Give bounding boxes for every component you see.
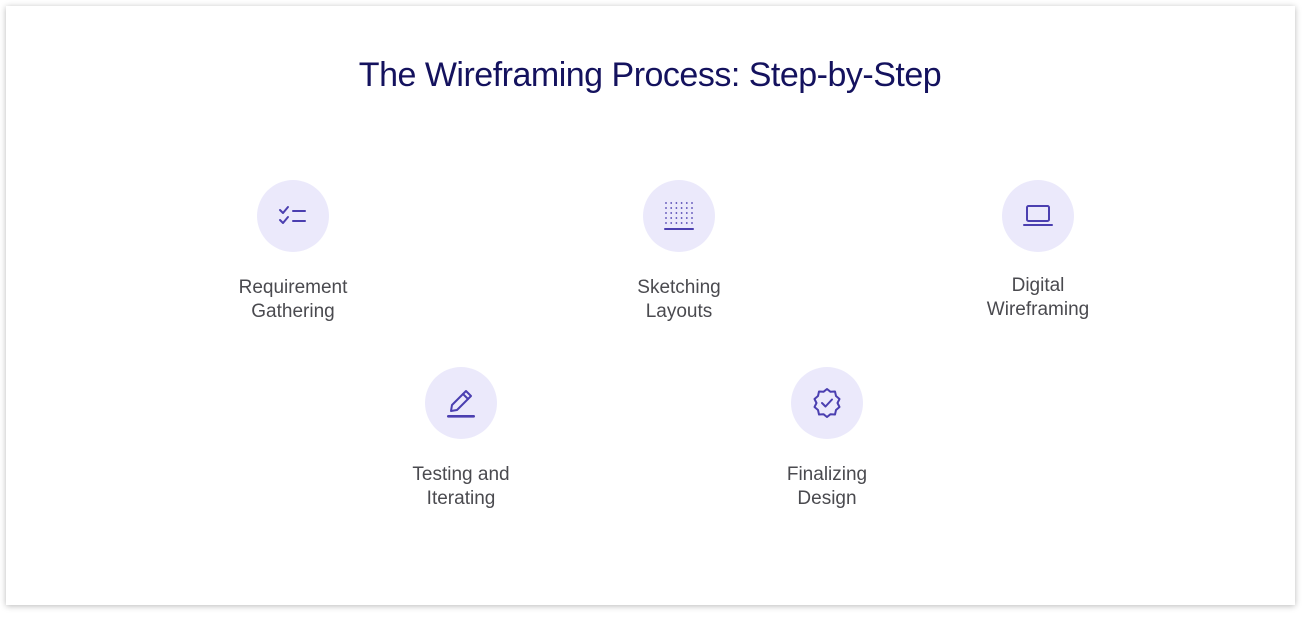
diagram-title: The Wireframing Process: Step-by-Step — [358, 56, 942, 94]
laptop-icon — [1023, 205, 1053, 226]
step-icon-circle — [791, 367, 863, 439]
step-label: Digital Wireframing — [938, 274, 1138, 322]
dot-grid-icon — [664, 202, 694, 230]
step-label: Requirement Gathering — [193, 276, 393, 324]
step-label-line: Finalizing — [786, 464, 868, 485]
step-label-line: Gathering — [251, 301, 335, 322]
step-icon-circle — [257, 180, 329, 252]
step-icon-circle — [643, 180, 715, 252]
step-icon-circle — [425, 367, 497, 439]
diagram-card — [6, 6, 1295, 605]
badge-check-icon — [813, 388, 841, 418]
step-icon-circle — [1002, 180, 1074, 252]
step-digital-wireframing: Digital Wireframing — [938, 180, 1138, 322]
step-requirement-gathering: Requirement Gathering — [193, 180, 393, 324]
step-label: Finalizing Design — [727, 463, 927, 511]
step-label: Sketching Layouts — [579, 276, 779, 324]
step-label-line: Digital — [1011, 275, 1065, 296]
pencil-icon — [447, 390, 475, 418]
step-label-line: Iterating — [426, 488, 496, 509]
step-label-line: Wireframing — [986, 299, 1090, 320]
step-finalizing-design: Finalizing Design — [727, 367, 927, 511]
step-label-line: Testing and — [412, 464, 510, 485]
step-testing-and-iterating: Testing and Iterating — [361, 367, 561, 511]
step-label-line: Sketching — [637, 277, 721, 298]
checklist-icon — [279, 206, 306, 224]
step-label-line: Design — [797, 488, 857, 509]
step-label-line: Requirement — [238, 277, 348, 298]
step-label-line: Layouts — [645, 301, 713, 322]
step-label: Testing and Iterating — [361, 463, 561, 511]
step-sketching-layouts: Sketching Layouts — [579, 180, 779, 324]
